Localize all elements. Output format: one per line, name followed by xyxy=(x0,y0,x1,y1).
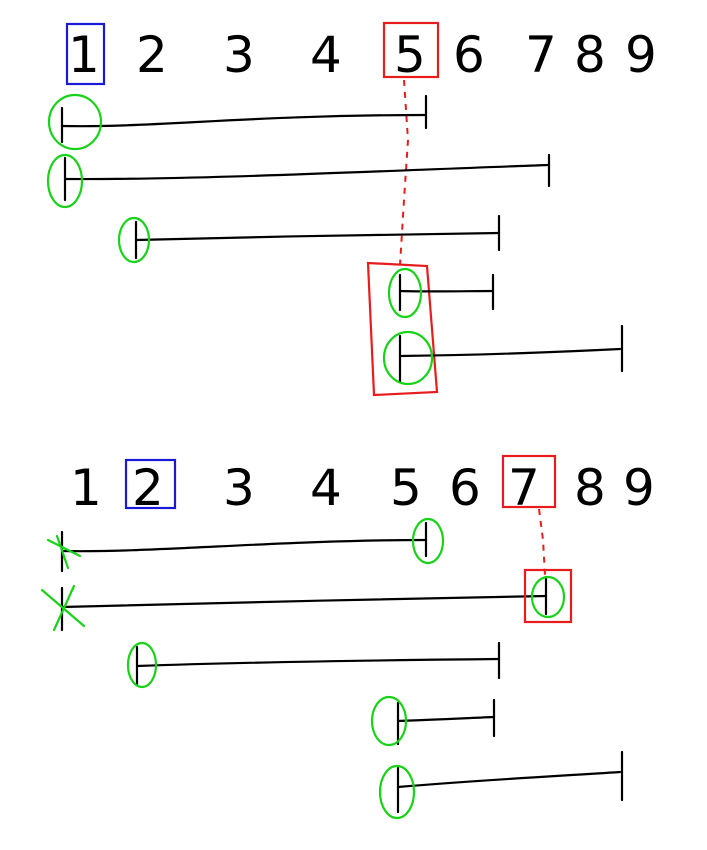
number-label: 6 xyxy=(449,459,481,517)
interval-line xyxy=(60,521,428,573)
interval-line xyxy=(398,273,495,312)
number-label: 3 xyxy=(223,459,255,517)
end-circle-mark xyxy=(530,575,566,619)
red-dashed-connector xyxy=(538,508,546,576)
panel-2: 1 2 3 4 5 6 7 8 9 xyxy=(40,454,655,820)
number-label: 5 xyxy=(394,26,426,84)
number-label: 9 xyxy=(623,459,655,517)
number-label: 7 xyxy=(508,459,540,517)
number-row: 1 2 3 4 5 6 7 8 9 xyxy=(70,459,655,517)
highlight-index-box xyxy=(382,21,440,79)
red-dashed-connector xyxy=(399,79,410,266)
interval-line xyxy=(60,575,548,632)
start-circle-mark xyxy=(378,764,416,820)
number-row: 1 2 3 4 5 6 7 8 9 xyxy=(68,26,657,84)
start-circle-mark xyxy=(370,695,408,747)
current-index-box xyxy=(124,458,177,510)
interval-line xyxy=(396,750,624,814)
start-cross-mark xyxy=(46,534,82,570)
number-label: 3 xyxy=(223,26,255,84)
number-label: 4 xyxy=(310,459,342,517)
number-label: 1 xyxy=(70,459,102,517)
number-label: 5 xyxy=(390,459,422,517)
start-circle-mark xyxy=(46,153,84,209)
number-label: 8 xyxy=(574,459,606,517)
start-circle-mark xyxy=(117,216,151,264)
start-circle-mark xyxy=(126,641,158,689)
highlight-endpoint-box xyxy=(523,568,573,624)
interval-line xyxy=(134,214,501,260)
interval-line xyxy=(398,324,624,384)
current-index-box xyxy=(65,22,106,86)
interval-line xyxy=(60,94,428,144)
interval-line xyxy=(396,698,496,746)
number-label: 7 xyxy=(525,26,557,84)
number-label: 1 xyxy=(68,26,100,84)
number-label: 8 xyxy=(574,26,606,84)
start-circle-mark xyxy=(387,267,423,319)
highlight-intervals-box xyxy=(366,261,439,397)
interval-line xyxy=(63,153,551,202)
start-circle-mark xyxy=(382,330,434,386)
highlight-index-box xyxy=(501,454,557,509)
start-circle-mark xyxy=(47,93,103,151)
end-circle-mark xyxy=(411,517,445,565)
start-cross-mark xyxy=(40,584,86,632)
number-label: 2 xyxy=(136,26,168,84)
panel-1: 1 2 3 4 5 6 7 8 9 xyxy=(46,21,657,397)
interval-line xyxy=(135,641,501,686)
number-label: 6 xyxy=(453,26,485,84)
number-label: 4 xyxy=(310,26,342,84)
number-label: 9 xyxy=(625,26,657,84)
